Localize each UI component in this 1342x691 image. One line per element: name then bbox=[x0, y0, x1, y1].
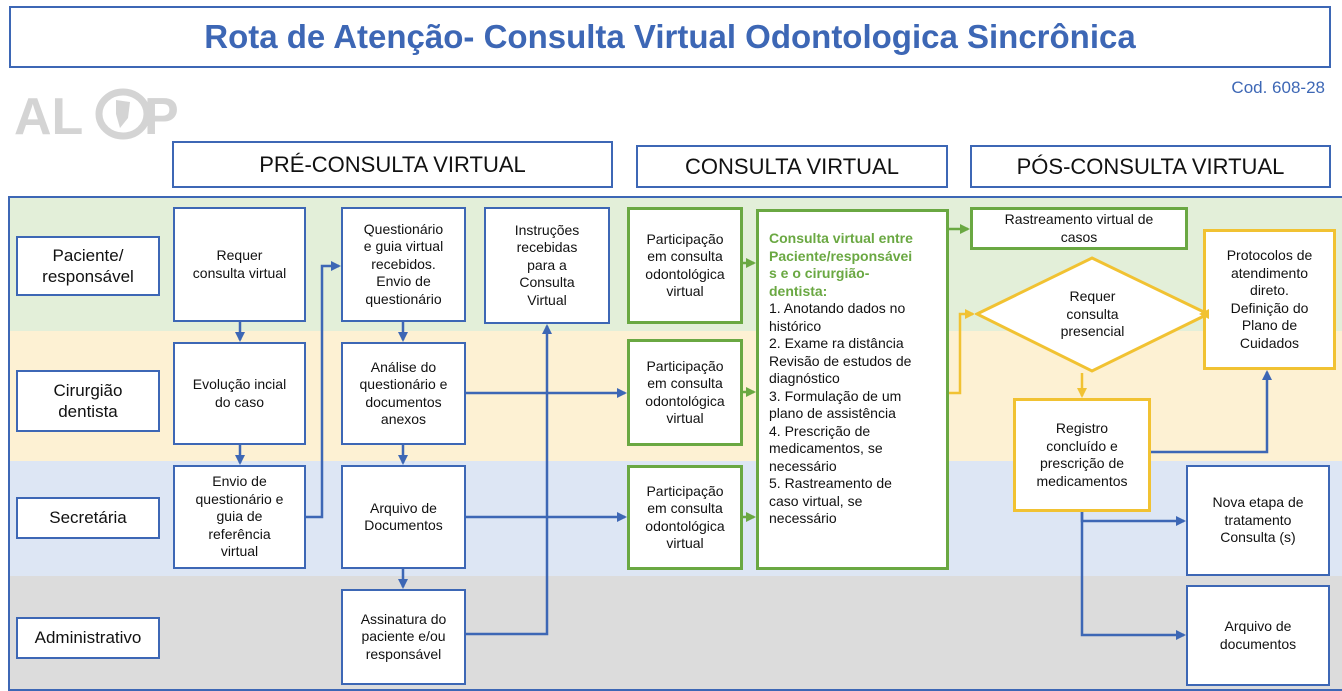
box-nova-etapa: Nova etapa de tratamento Consulta (s) bbox=[1186, 465, 1330, 576]
box-assinatura: Assinatura do paciente e/ou responsável bbox=[341, 589, 466, 685]
box-instrucoes-recebidas: Instruções recebidas para a Consulta Vir… bbox=[484, 207, 610, 324]
lane-label-administrativo: Administrativo bbox=[16, 617, 160, 659]
consulta-virtual-title: Consulta virtual entre Paciente/responsá… bbox=[769, 230, 913, 299]
consulta-virtual-items: 1. Anotando dados no histórico 2. Exame … bbox=[769, 300, 912, 526]
decision-requer-presencial: Requer consulta presencial bbox=[975, 256, 1210, 373]
diagram-title: Rota de Atenção- Consulta Virtual Odonto… bbox=[204, 18, 1136, 55]
box-participacao-cirurgiao: Participação em consulta odontológica vi… bbox=[627, 339, 743, 446]
phase-header-pre: PRÉ-CONSULTA VIRTUAL bbox=[172, 141, 613, 188]
box-requer-consulta-virtual: Requer consulta virtual bbox=[173, 207, 306, 322]
decision-requer-presencial-label: Requer consulta presencial bbox=[1060, 288, 1125, 340]
box-rastreamento-virtual: Rastreamento virtual de casos bbox=[970, 207, 1188, 250]
lane-administrativo-bg bbox=[10, 576, 1342, 689]
box-envio-questionario: Envio de questionário e guia de referênc… bbox=[173, 465, 306, 569]
phase-header-pos: PÓS-CONSULTA VIRTUAL bbox=[970, 145, 1331, 188]
box-protocolos-atendimento: Protocolos de atendimento direto. Defini… bbox=[1203, 229, 1336, 370]
box-questionario-recebidos: Questionário e guia virtual recebidos. E… bbox=[341, 207, 466, 322]
box-arquivo-documentos: Arquivo de Documentos bbox=[341, 465, 466, 569]
box-participacao-paciente: Participação em consulta odontológica vi… bbox=[627, 207, 743, 324]
box-analise-questionario: Análise do questionário e documentos ane… bbox=[341, 342, 466, 445]
box-arquivo-documentos-pos: Arquivo de documentos bbox=[1186, 585, 1330, 686]
box-consulta-virtual: Consulta virtual entre Paciente/responsá… bbox=[756, 209, 949, 570]
box-evolucao-inicial: Evolução incial do caso bbox=[173, 342, 306, 445]
svg-text:P: P bbox=[144, 88, 179, 142]
alop-logo: AL P bbox=[12, 82, 182, 146]
lane-label-secretaria: Secretária bbox=[16, 497, 160, 539]
title-banner: Rota de Atenção- Consulta Virtual Odonto… bbox=[9, 6, 1331, 68]
lane-label-paciente: Paciente/ responsável bbox=[16, 236, 160, 296]
phase-header-consulta: CONSULTA VIRTUAL bbox=[636, 145, 948, 188]
code-label: Cod. 608-28 bbox=[1231, 78, 1325, 97]
decision-diamond bbox=[975, 256, 1210, 373]
box-registro-concluido: Registro concluído e prescrição de medic… bbox=[1013, 398, 1151, 512]
lane-label-cirurgiao: Cirurgião dentista bbox=[16, 370, 160, 432]
svg-text:AL: AL bbox=[14, 88, 83, 142]
box-participacao-secretaria: Participação em consulta odontológica vi… bbox=[627, 465, 743, 570]
alop-logo-graphic: AL P bbox=[14, 88, 179, 146]
